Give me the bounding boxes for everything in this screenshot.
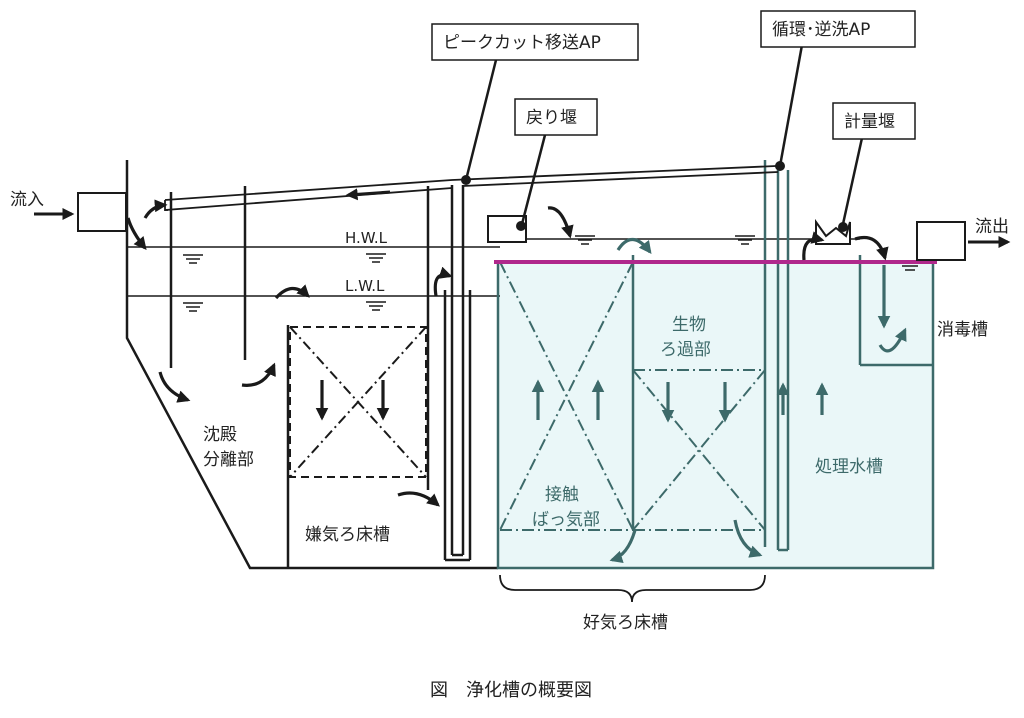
aerobic-brace — [499, 574, 766, 603]
metering-weir-point — [838, 222, 848, 232]
circulation-label-box — [760, 10, 916, 48]
biofilter-label-line2: ろ過部 — [660, 340, 711, 360]
anaerobic-media — [289, 326, 427, 478]
figure-caption: 図 浄化槽の概要図 — [430, 680, 592, 701]
biofilter-label-line1: 生物 — [672, 315, 706, 335]
outflow-box — [916, 221, 966, 261]
aerobic-tank-label: 好気ろ床槽 — [583, 613, 668, 633]
treated-water-tank-label: 処理水槽 — [815, 457, 883, 477]
return-weir-label: 戻り堰 — [526, 108, 577, 128]
outflow-label: 流出 — [975, 217, 1009, 237]
tank-outline-aerobic — [496, 160, 935, 570]
inflow-label: 流入 — [10, 190, 44, 210]
disinfection-tank-label: 消毒槽 — [937, 320, 988, 340]
callouts — [464, 44, 864, 225]
peak-cut-pump-label: ピークカット移送AP — [443, 33, 601, 53]
flow-arrows — [126, 199, 889, 507]
anaerobic-tank-label: 嫌気ろ床槽 — [305, 525, 390, 545]
biofilter-media — [632, 369, 766, 531]
contact-aeration-media — [499, 261, 634, 531]
sedimentation-label-line2: 分離部 — [203, 450, 254, 470]
sedimentation-label-line1: 沈殿 — [203, 425, 237, 445]
peak-cut-point — [461, 175, 471, 185]
water-surface-marks — [183, 235, 918, 312]
return-flow-arrow — [345, 188, 391, 201]
contact-label-line1: 接触 — [545, 485, 579, 505]
peak-cut-transfer-pipe — [164, 165, 779, 211]
flow-arrows-teal — [531, 237, 907, 564]
metering-weir-label-box — [832, 102, 916, 140]
water-levels — [127, 238, 860, 297]
inflow-box — [77, 192, 127, 232]
contact-label-line2: ばっ気部 — [532, 510, 600, 530]
peak-cut-label-box — [431, 23, 639, 61]
metering-weir-label: 計量堰 — [844, 112, 895, 132]
return-weir-point — [516, 221, 526, 231]
tank-outline-left — [125, 160, 498, 570]
circulation-point — [775, 161, 785, 171]
lwl-label: L.W.L — [345, 277, 385, 295]
metering-weir-shape — [815, 218, 851, 245]
return-weir-label-box — [514, 98, 598, 136]
circulation-pump-label: 循環･逆洗AP — [772, 20, 870, 40]
hwl-label: H.W.L — [345, 229, 388, 247]
